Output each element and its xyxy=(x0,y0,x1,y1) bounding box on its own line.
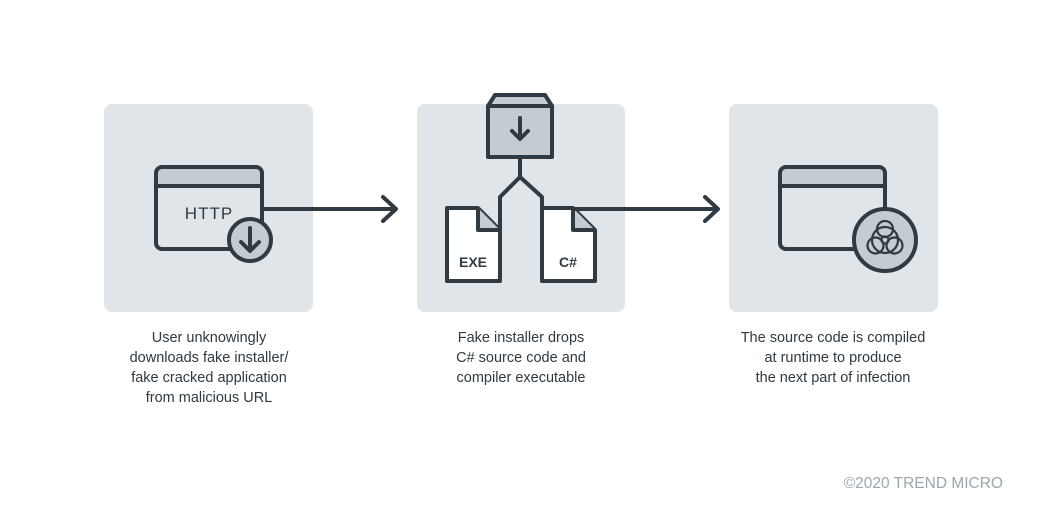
arrow-step-2-to-3 xyxy=(573,195,720,223)
download-badge-icon xyxy=(227,217,273,263)
exe-file-icon: EXE xyxy=(445,206,502,283)
http-label: HTTP xyxy=(185,204,233,223)
browser-biohazard-icon xyxy=(778,165,918,273)
step-1-caption: User unknowingly downloads fake installe… xyxy=(129,330,289,406)
step-3-caption: The source code is compiled at runtime t… xyxy=(740,330,926,386)
exe-label: EXE xyxy=(459,254,487,270)
branch-to-csharp xyxy=(518,175,544,281)
installer-box-icon xyxy=(486,93,554,177)
arrow-step-1-to-2 xyxy=(262,195,398,223)
copyright-notice: ©2020 TREND MICRO xyxy=(843,475,1003,492)
step-2-caption: Fake installer drops C# source code and … xyxy=(456,330,586,386)
branch-to-exe xyxy=(498,175,522,281)
csharp-label: C# xyxy=(559,254,577,270)
csharp-file-icon: C# xyxy=(540,206,597,283)
biohazard-icon xyxy=(852,207,918,273)
step-3-panel xyxy=(729,104,938,312)
browser-download-icon: HTTP xyxy=(154,165,273,263)
